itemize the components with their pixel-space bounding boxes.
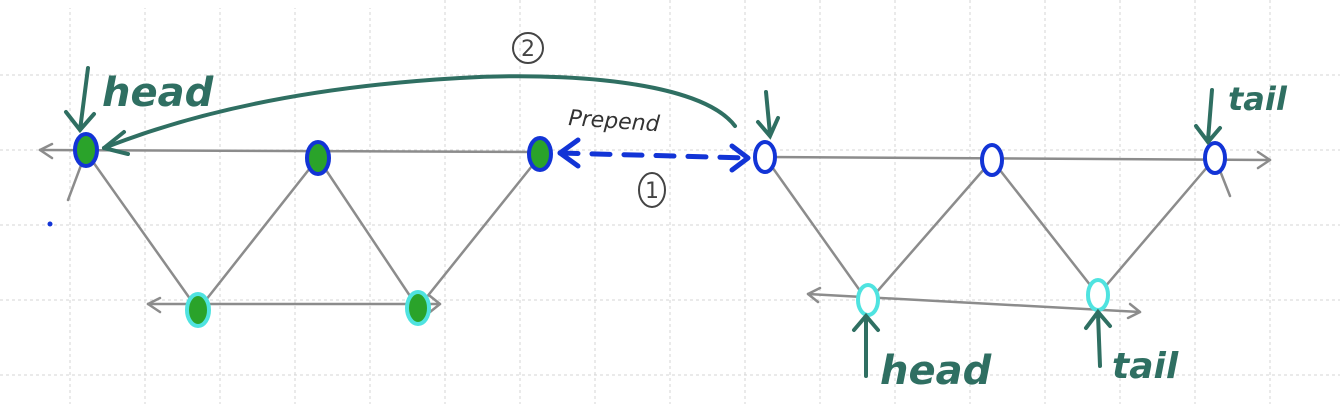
node-pointer-right-1 xyxy=(756,90,780,140)
step-one-marker: 1 xyxy=(638,172,666,208)
pointer-arrows xyxy=(64,66,1222,378)
head-label-bottom: head xyxy=(880,348,992,394)
prepend-label: Prepend xyxy=(568,106,662,137)
tail-label-top: tail xyxy=(1228,80,1288,118)
prepend-arrow xyxy=(557,137,751,173)
ink-dot xyxy=(47,221,53,227)
head-pointer-top xyxy=(64,66,96,134)
head-label-top: head xyxy=(102,70,214,116)
tail-pointer-bottom xyxy=(1084,308,1112,368)
tail-label-bottom: tail xyxy=(1112,346,1179,387)
left-node-1 xyxy=(73,132,99,168)
right-node-2 xyxy=(980,143,1004,177)
step-one-label: 1 xyxy=(645,179,659,204)
right-node-5 xyxy=(1086,278,1110,312)
left-node-5 xyxy=(405,290,431,326)
paper-edge xyxy=(0,0,430,8)
left-list-nodes xyxy=(73,132,553,328)
step-two-label: 2 xyxy=(521,37,535,62)
right-node-3 xyxy=(1203,141,1227,175)
right-list-connections xyxy=(763,150,1272,320)
left-list-connections xyxy=(38,142,542,314)
step-two-marker: 2 xyxy=(512,32,544,64)
right-list-nodes xyxy=(753,140,1227,317)
left-node-4 xyxy=(185,292,211,328)
head-pointer-bottom xyxy=(852,312,880,378)
left-node-3 xyxy=(527,136,553,172)
relink-head-arrow xyxy=(102,74,737,156)
right-node-1 xyxy=(753,140,777,174)
tail-pointer-top xyxy=(1194,88,1222,146)
left-node-2 xyxy=(305,140,331,176)
right-node-4 xyxy=(856,283,880,317)
